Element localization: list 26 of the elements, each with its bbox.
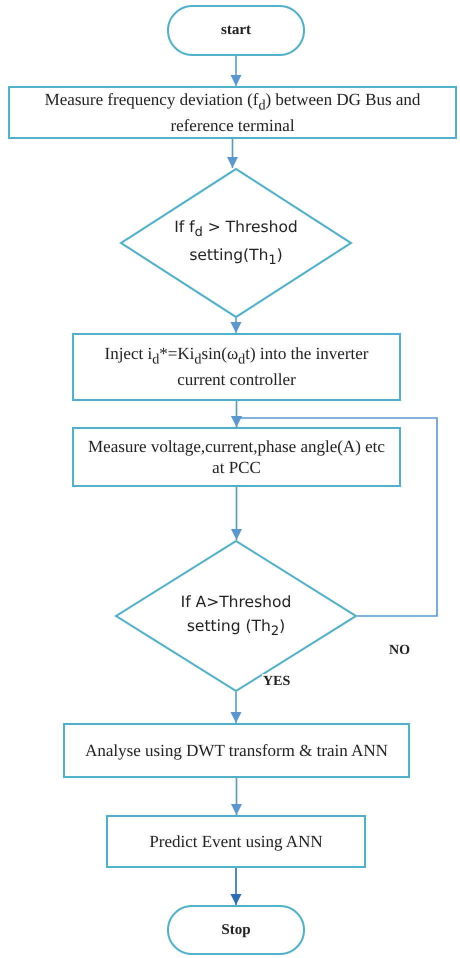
process-box: [72, 427, 401, 487]
process-box: [106, 815, 366, 868]
process-box: [8, 86, 457, 139]
node-text: Analyse using DWT transform & train ANN: [85, 740, 388, 762]
node-text: If A>Threshod setting (Th$_{2}$): [180, 592, 292, 642]
arrow: [230, 416, 438, 617]
terminal-shape: [167, 905, 305, 955]
arrow: [226, 139, 238, 168]
arrow: [230, 692, 242, 723]
decision-diamond: [120, 168, 352, 318]
node-text: If f$_{d}$ > Threshod setting(Th$_{1}$): [173, 216, 299, 270]
node-text: Measure frequency deviation (f$_{d}$) between DG Bus and reference terminal: [44, 88, 422, 136]
node-text: Inject i$_{d}$*=Ki$_{d}$sin(ω$_{d}$t) into the inverter current controller: [104, 343, 370, 391]
decision-diamond: [115, 540, 357, 692]
node-text: Stop: [221, 920, 251, 940]
node-text: Predict Event using ANN: [149, 830, 323, 852]
arrow: [230, 487, 242, 540]
process-box: [72, 333, 401, 401]
terminal-shape: [167, 5, 305, 56]
arrow: [230, 318, 242, 333]
arrow: [230, 778, 242, 815]
node-text: Measure voltage,current,phase angle(A) etc at PCC: [87, 436, 386, 478]
node-text: start: [221, 21, 251, 40]
arrow: [230, 868, 242, 905]
process-box: [63, 723, 410, 778]
arrow: [230, 56, 242, 86]
